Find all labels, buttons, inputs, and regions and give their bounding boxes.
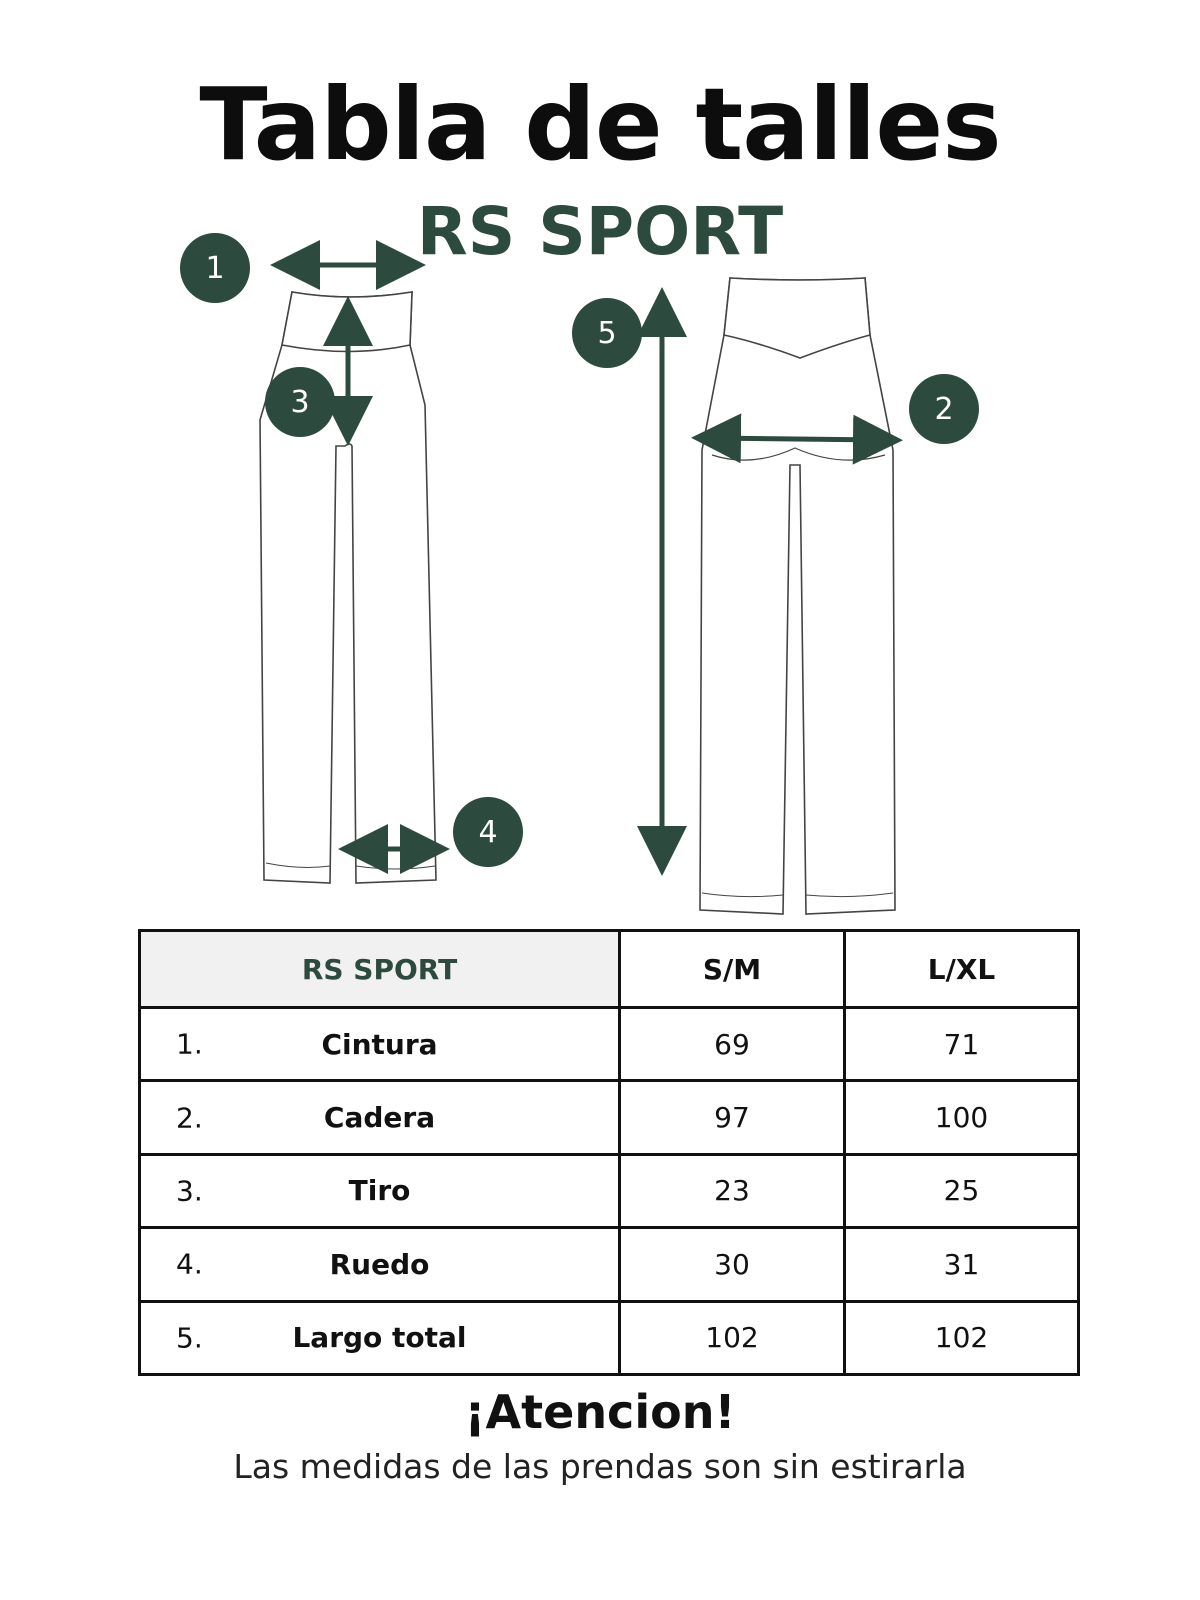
value-lxl: 25 <box>843 1152 1080 1230</box>
measure-label: Largo total <box>292 1321 467 1355</box>
back-view-pants <box>699 277 896 915</box>
table-row: 1. Cintura 69 71 <box>138 1005 1080 1083</box>
row-number: 3. <box>176 1174 203 1208</box>
marker-5: 5 <box>572 298 642 368</box>
table-row: 3. Tiro 23 25 <box>138 1152 1080 1230</box>
back-pants-outline <box>699 277 896 915</box>
row-number: 1. <box>176 1027 203 1061</box>
marker-3: 3 <box>265 367 335 437</box>
measure-label: Cintura <box>321 1027 438 1061</box>
table-header-row: RS SPORT S/M L/XL <box>138 929 1080 1009</box>
pants-illustration <box>259 240 903 915</box>
row-number: 5. <box>176 1321 203 1355</box>
page-title: Tabla de talles <box>199 66 1001 183</box>
brand-name: RS SPORT <box>416 193 784 270</box>
attention-note: Las medidas de las prendas son sin estir… <box>233 1447 967 1486</box>
table-header-sm: S/M <box>618 929 846 1009</box>
table-row: 4. Ruedo 30 31 <box>138 1226 1080 1303</box>
measure-cell: 5. Largo total <box>138 1299 621 1377</box>
measure-cell: 3. Tiro <box>138 1152 621 1230</box>
table-row: 5. Largo total 102 102 <box>138 1299 1080 1377</box>
size-table: RS SPORT S/M L/XL 1. Cintura 69 71 2. Cade… <box>138 929 1080 1377</box>
back-waistband <box>723 277 871 359</box>
value-lxl: 71 <box>843 1005 1080 1083</box>
table-header-lxl: L/XL <box>843 929 1080 1009</box>
table-header-brand: RS SPORT <box>138 929 621 1009</box>
value-lxl: 31 <box>843 1226 1080 1303</box>
measure-label: Cadera <box>323 1101 436 1135</box>
marker-2: 2 <box>909 374 979 444</box>
measure-cell: 1. Cintura <box>138 1005 621 1083</box>
table-row: 2. Cadera 97 100 <box>138 1079 1080 1156</box>
row-number: 4. <box>176 1247 203 1281</box>
value-sm: 23 <box>618 1152 846 1230</box>
row-number: 2. <box>176 1101 203 1135</box>
attention-heading: ¡Atencion! <box>464 1385 736 1439</box>
measure-label: Ruedo <box>329 1247 430 1281</box>
value-sm: 30 <box>618 1226 846 1303</box>
value-sm: 69 <box>618 1005 846 1083</box>
measure-cell: 4. Ruedo <box>138 1226 621 1303</box>
measure-label: Tiro <box>348 1174 411 1208</box>
marker-1: 1 <box>180 233 250 303</box>
value-lxl: 102 <box>843 1299 1080 1377</box>
measure-cell: 2. Cadera <box>138 1079 621 1156</box>
value-lxl: 100 <box>843 1079 1080 1156</box>
marker-4: 4 <box>453 797 523 867</box>
value-sm: 102 <box>618 1299 846 1377</box>
value-sm: 97 <box>618 1079 846 1156</box>
hip-arrow <box>691 413 903 465</box>
